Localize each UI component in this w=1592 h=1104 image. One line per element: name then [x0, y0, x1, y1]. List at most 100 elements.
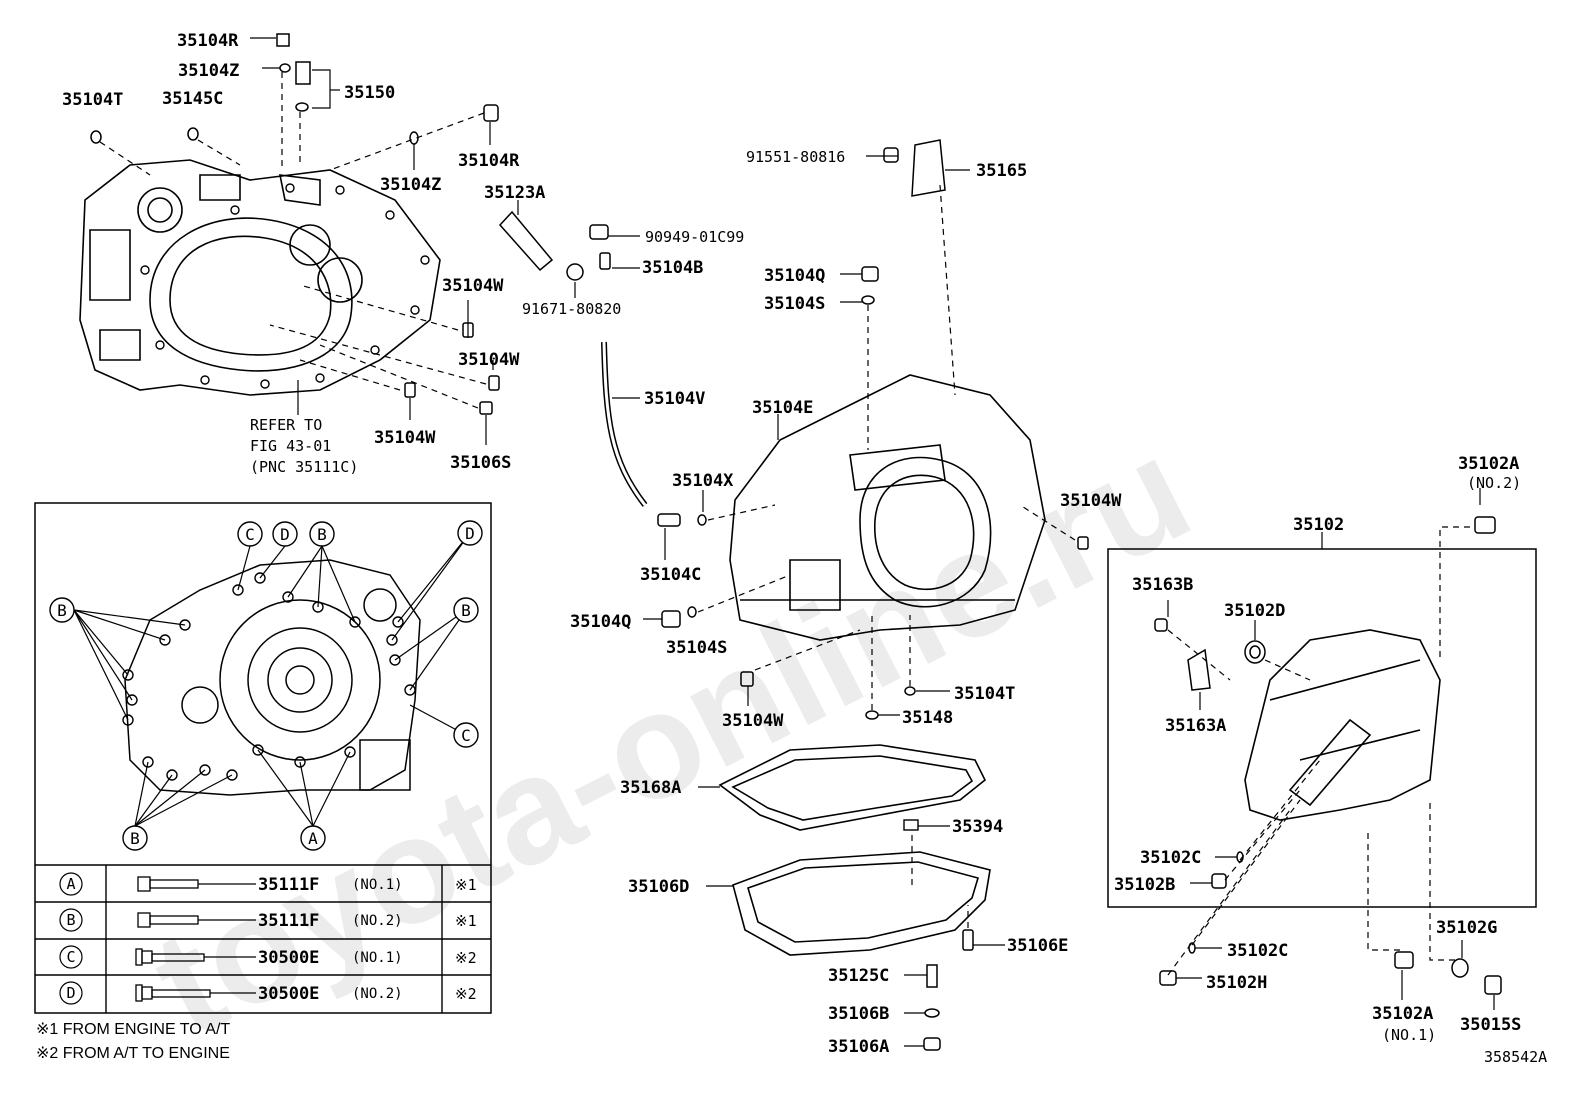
label-35106S: 35106S: [450, 453, 511, 473]
label-35145C: 35145C: [162, 89, 223, 109]
label-35104Z-right: 35104Z: [380, 175, 441, 195]
leader-lines-pan: [698, 786, 1005, 1047]
label-35106B: 35106B: [828, 1004, 889, 1024]
label-35102H: 35102H: [1206, 973, 1267, 993]
label-35102C-2: 35102C: [1227, 941, 1288, 961]
label-35104C: 35104C: [640, 565, 701, 585]
refer-line-2: FIG 43-01: [250, 437, 331, 455]
callout-B-top: B: [317, 525, 327, 544]
row-A-note: ※1: [455, 876, 477, 894]
refer-line-3: (PNC 35111C): [250, 458, 358, 476]
label-35102G: 35102G: [1436, 918, 1497, 938]
label-35104E: 35104E: [752, 398, 813, 418]
label-35125C: 35125C: [828, 966, 889, 986]
label-35148: 35148: [902, 708, 953, 728]
callout-letters: C D B D B B C B A: [57, 524, 475, 848]
footnote-2: ※2 FROM A/T TO ENGINE: [36, 1045, 230, 1062]
oil-pan: [732, 851, 991, 956]
row-D-part: 30500E: [258, 984, 319, 1004]
callout-C-top: C: [245, 525, 255, 544]
leader-lines-right: [1167, 488, 1495, 1010]
label-35104W-3: 35104W: [374, 428, 436, 448]
label-35394: 35394: [952, 817, 1003, 837]
bolt-table-leaders: [198, 883, 256, 994]
row-C-spec: (NO.1): [352, 950, 403, 966]
engine-side-view: [124, 559, 421, 796]
bolt-table-grid: [35, 864, 491, 1013]
row-C-note: ※2: [455, 949, 477, 967]
solid-leaders-upper-left: [250, 37, 494, 445]
bolt-location-box: [34, 502, 492, 1014]
label-35015S: 35015S: [1460, 1015, 1521, 1035]
figure-id: 358542A: [1484, 1048, 1547, 1066]
label-35104X: 35104X: [672, 471, 734, 491]
housing-bolt-holes: [140, 183, 430, 389]
row-B-note: ※1: [455, 912, 477, 930]
refer-line-1: REFER TO: [250, 416, 322, 434]
callout-A-bottom: A: [308, 829, 318, 848]
callout-circles: [49, 520, 483, 851]
row-D-note: ※2: [455, 985, 477, 1003]
label-35104V: 35104V: [644, 389, 705, 409]
label-35102: 35102: [1293, 515, 1344, 535]
label-35104R-top: 35104R: [177, 31, 239, 51]
label-35104Q-low: 35104Q: [570, 612, 631, 632]
leader-lines-upper-left: [99, 72, 487, 409]
label-35104Q-top: 35104Q: [764, 266, 825, 286]
oil-pan-gasket: [718, 744, 987, 831]
label-35102A-low: 35102A: [1372, 1004, 1433, 1024]
callout-B-bottom: B: [130, 829, 140, 848]
row-D-spec: (NO.2): [352, 986, 403, 1002]
label-35104S-top: 35104S: [764, 294, 825, 314]
drain-parts: [923, 929, 974, 1051]
callout-D-top: D: [280, 525, 290, 544]
transaxle-housing-drawing: [79, 159, 441, 396]
row-C-mark: C: [66, 948, 75, 966]
row-B-part: 35111F: [258, 911, 319, 931]
label-35102A-top-sub: (NO.2): [1467, 474, 1521, 492]
magnet-35394: [903, 819, 919, 831]
footnote-1: ※1 FROM ENGINE TO A/T: [36, 1021, 230, 1038]
label-35163A: 35163A: [1165, 716, 1226, 736]
label-90949-01C99: 90949-01C99: [645, 228, 744, 246]
label-35104W-right: 35104W: [1060, 491, 1122, 511]
label-35106E: 35106E: [1007, 936, 1068, 956]
label-35106D: 35106D: [628, 877, 689, 897]
row-A-part: 35111F: [258, 875, 319, 895]
callout-B-right: B: [461, 601, 471, 620]
leader-lines-middle: [517, 155, 970, 716]
label-35102D: 35102D: [1224, 601, 1285, 621]
label-35165: 35165: [976, 161, 1027, 181]
extension-housing-drawing: [1244, 629, 1441, 821]
label-35104Z-top: 35104Z: [178, 61, 239, 81]
label-35102C-1: 35102C: [1140, 848, 1201, 868]
watermark: toyota-online.ru: [128, 404, 1214, 1068]
transmission-case-drawing: [729, 374, 1046, 641]
label-35102B: 35102B: [1114, 875, 1175, 895]
callout-B-left: B: [57, 601, 67, 620]
label-35150: 35150: [344, 83, 395, 103]
label-35168A: 35168A: [620, 778, 681, 798]
bolt-table-marks: [59, 872, 83, 1005]
row-B-spec: (NO.2): [352, 913, 403, 929]
row-A-mark: A: [66, 875, 75, 893]
sensor-parts: [498, 139, 1089, 720]
label-91551-80816: 91551-80816: [746, 148, 845, 166]
label-35104W-4: 35104W: [722, 711, 784, 731]
callout-leaders: [73, 532, 471, 827]
label-35104W-2: 35104W: [458, 350, 520, 370]
row-A-spec: (NO.1): [352, 877, 403, 893]
label-91671-80820: 91671-80820: [522, 300, 621, 318]
small-parts-upper-left: [90, 33, 500, 415]
label-35106A: 35106A: [828, 1037, 889, 1057]
label-35123A: 35123A: [484, 183, 545, 203]
label-35163B: 35163B: [1132, 575, 1193, 595]
row-D-mark: D: [66, 984, 75, 1002]
label-35104R-right: 35104R: [458, 151, 520, 171]
label-35104S-low: 35104S: [666, 638, 727, 658]
bolt-markers: [122, 572, 416, 781]
label-35104T-low: 35104T: [954, 684, 1015, 704]
callout-D-right: D: [465, 524, 475, 543]
